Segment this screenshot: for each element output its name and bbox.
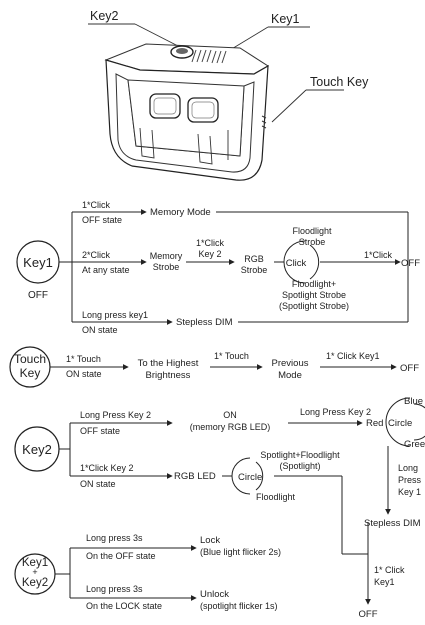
k2-on-1: ON: [223, 410, 237, 420]
touch-action1: 1* Touch: [66, 354, 101, 364]
k1-b1-state: OFF state: [82, 215, 122, 225]
k1-b1-result: Memory Mode: [150, 207, 211, 218]
touch-result3: OFF: [400, 363, 419, 374]
touch-result2-2: Mode: [278, 370, 302, 381]
k2-next-action: Long Press Key 2: [300, 407, 371, 417]
touch-state1: ON state: [66, 369, 102, 379]
k1-next-action-2: Key 2: [198, 249, 221, 259]
key1-node-label: Key1: [23, 255, 53, 270]
k1-circle-click: Click: [286, 258, 307, 269]
k1-b3-state: ON state: [82, 325, 118, 335]
key1-ridges: [191, 49, 227, 64]
combo-b2-result-2: (spotlight flicker 1s): [200, 601, 278, 611]
k2-b1-action: Long Press Key 2: [80, 410, 151, 420]
callout-key2: Key2: [90, 9, 119, 23]
k1-spot-strobe-2: Spotlight Strobe: [282, 290, 346, 300]
callout-key1: Key1: [271, 12, 300, 26]
combo-b1-state: On the OFF state: [86, 551, 156, 561]
k1-exit-action: 1*Click: [364, 250, 393, 260]
k1-b2-state: At any state: [82, 265, 130, 275]
k2-long-1: Long: [398, 463, 418, 473]
k1-b1-action: 1*Click: [82, 200, 111, 210]
combo-b2-state: On the LOCK state: [86, 601, 162, 611]
touch-node-1: Touch: [14, 352, 46, 366]
k2-final-action-1: 1* Click: [374, 565, 405, 575]
k1-floodlight-strobe-2: Strobe: [299, 237, 326, 247]
k2-circle2: Circle: [238, 472, 262, 483]
k2-long-2: Press: [398, 475, 422, 485]
k2-top-2: (Spotlight): [279, 461, 320, 471]
k2-circle1: Circle: [388, 418, 412, 429]
combo-b1-action: Long press 3s: [86, 533, 143, 543]
touch-result2-1: Previous: [272, 358, 309, 369]
combo-node-1: Key1: [22, 557, 48, 569]
k1-floodlight-strobe-1: Floodlight: [292, 226, 332, 236]
key1-section: [16, 209, 409, 325]
k2-top-1: Spotlight+Floodlight: [260, 450, 340, 460]
callout-touch-key: Touch Key: [310, 75, 369, 89]
k2-b2-action: 1*Click Key 2: [80, 463, 134, 473]
touch-sensor: [261, 115, 267, 129]
touch-result1-1: To the Highest: [138, 358, 199, 369]
k1-b2-action: 2*Click: [82, 250, 111, 260]
touch-result1-2: Brightness: [146, 370, 191, 381]
k2-red: Red: [366, 418, 383, 429]
k1-memory-strobe-1: Memory: [150, 251, 183, 261]
combo-b2-action: Long press 3s: [86, 584, 143, 594]
k2-final-action-2: Key1: [374, 577, 395, 587]
k2-on-2: (memory RGB LED): [190, 422, 271, 432]
k2-final-result: OFF: [359, 609, 378, 620]
touch-section: [9, 346, 397, 388]
key2-node-label: Key2: [22, 442, 52, 457]
k2-b2-state: ON state: [80, 479, 116, 489]
k1-rgb-strobe-1: RGB: [244, 254, 264, 264]
combo-section: [14, 545, 197, 601]
k1-b3-result: Stepless DIM: [176, 317, 233, 328]
k2-long-3: Key 1: [398, 487, 421, 497]
k1-memory-strobe-2: Strobe: [153, 262, 180, 272]
touch-action3: 1* Click Key1: [326, 351, 380, 361]
k2-green: Green: [404, 439, 425, 450]
k1-spot-strobe-1: Floodlight+: [292, 279, 336, 289]
touch-action2: 1* Touch: [214, 351, 249, 361]
combo-node-2: Key2: [22, 577, 48, 589]
combo-node-plus: +: [32, 567, 37, 577]
lens-left: [149, 93, 181, 119]
combo-b1-result-2: (Blue light flicker 2s): [200, 547, 281, 557]
k1-rgb-strobe-2: Strobe: [241, 265, 268, 275]
k2-blue: Blue: [404, 396, 423, 407]
lens-right: [187, 97, 219, 123]
headlamp-illustration: [88, 23, 344, 181]
k1-exit-result: OFF: [401, 258, 420, 269]
k2-rgb-led: RGB LED: [174, 471, 216, 482]
combo-b1-result-1: Lock: [200, 535, 220, 546]
k2-b1-state: OFF state: [80, 426, 120, 436]
k1-next-action-1: 1*Click: [196, 238, 225, 248]
key1-node-sub: OFF: [28, 290, 48, 301]
key2-section: [14, 397, 425, 605]
k2-bottom: Floodlight: [256, 492, 296, 502]
k1-spot-strobe-3: (Spotlight Strobe): [279, 301, 349, 311]
k1-b3-action: Long press key1: [82, 310, 148, 320]
combo-b2-result-1: Unlock: [200, 589, 229, 600]
touch-node-2: Key: [20, 366, 41, 380]
k2-stepless: Stepless DIM: [364, 518, 421, 529]
